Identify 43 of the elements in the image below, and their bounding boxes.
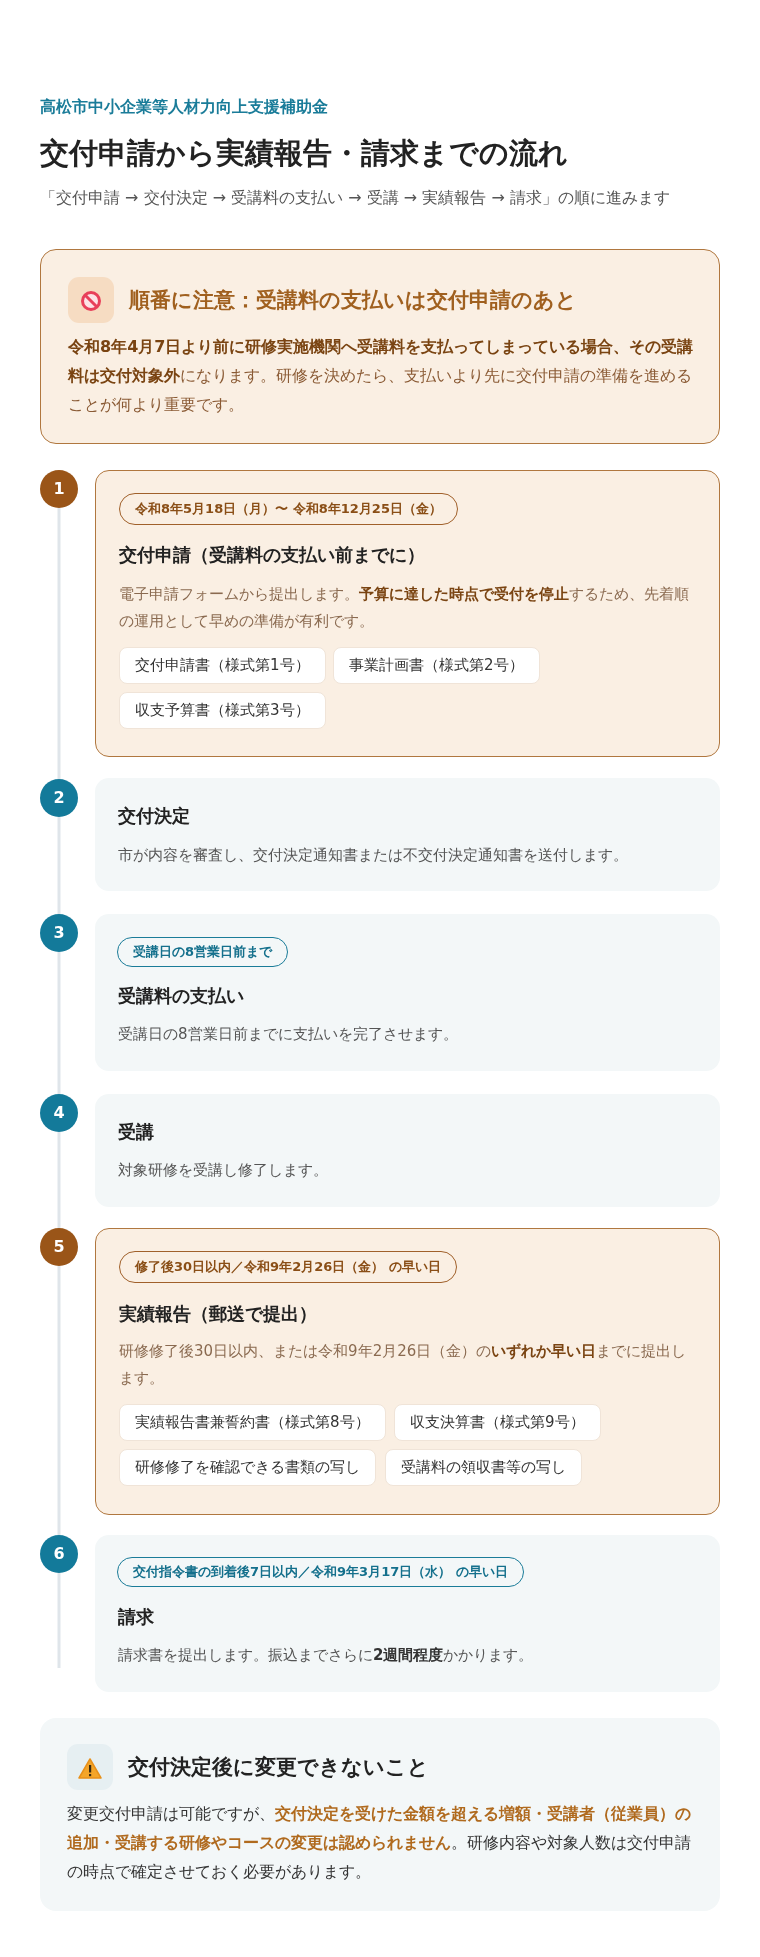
document-tag: 事業計画書（様式第2号） — [333, 647, 540, 684]
step-number: 2 — [40, 779, 78, 817]
document-tag: 収支予算書（様式第3号） — [119, 692, 326, 729]
notice-panel — [40, 249, 720, 444]
step-title: 請求 — [118, 1605, 154, 1629]
document-tag: 実績報告書兼誓約書（様式第8号） — [119, 1404, 386, 1441]
document-tag: 交付申請書（様式第1号） — [119, 647, 326, 684]
panel-text: 令和8年4月7日より前に研修実施機関へ受講料を支払ってしまっている場合、その受講料は交付対象外になります。研修を決めたら、支払いより先に交付申請の準備を進めることが何より重要です。 — [68, 336, 694, 416]
step-description: 請求書を提出します。振込までさらに2週間程度かかります。 — [118, 1645, 535, 1666]
step-number: 5 — [40, 1228, 78, 1266]
step-card — [95, 914, 720, 1071]
document-tag: 研修修了を確認できる書類の写し — [119, 1449, 376, 1486]
notice-panel — [40, 1718, 720, 1911]
step-description: 研修修了後30日以内、または令和9年2月26日（金）のいずれか早い日までに提出します。 — [119, 1341, 688, 1389]
step-card — [95, 1228, 720, 1515]
timeline-line — [57, 508, 61, 779]
timeline-line — [57, 952, 61, 1094]
step-title: 交付申請（受講料の支払い前までに） — [119, 543, 425, 567]
step-description: 市が内容を審査し、交付決定通知書または不交付決定通知書を送付します。 — [118, 845, 629, 866]
panel-heading: 順番に注意：受講料の支払いは交付申請のあと — [129, 287, 577, 314]
step-title: 受講料の支払い — [118, 984, 244, 1008]
page-title: 交付申請から実績報告・請求までの流れ — [40, 135, 568, 171]
subtitle-text: 「交付申請 → 交付決定 → 受講料の支払い → 受講 → 実績報告 → 請求」の順に進みます — [40, 187, 670, 209]
step-title: 受講 — [118, 1120, 154, 1144]
panel-heading: 交付決定後に変更できないこと — [128, 1754, 429, 1781]
step-card — [95, 1535, 720, 1692]
timeline-line — [57, 1266, 61, 1535]
program-name: 高松市中小企業等人材力向上支援補助金 — [40, 96, 328, 118]
step-number: 1 — [40, 470, 78, 508]
step-description: 電子申請フォームから提出します。予算に達した時点で受付を停止するため、先着順の運用として早めの準備が有利です。 — [119, 584, 690, 632]
step-description: 対象研修を受講し修了します。 — [118, 1160, 329, 1181]
timeline-line — [57, 817, 61, 914]
step-title: 交付決定 — [118, 804, 190, 828]
timeline-line — [57, 1132, 61, 1228]
panel-text: 変更交付申請は可能ですが、交付決定を受けた金額を超える増額・受講者（従業員）の追加・受講する研修やコースの変更は認められません。研修内容や対象人数は交付申請の時点で確定させておく必要があります。 — [67, 1803, 692, 1883]
document-tag: 受講料の領収書等の写し — [385, 1449, 582, 1486]
step-card — [95, 470, 720, 757]
document-tag: 収支決算書（様式第9号） — [394, 1404, 601, 1441]
step-title: 実績報告（郵送で提出） — [119, 1302, 317, 1326]
step-number: 6 — [40, 1535, 78, 1573]
step-number: 3 — [40, 914, 78, 952]
step-description: 受講日の8営業日前までに支払いを完了させます。 — [118, 1024, 459, 1045]
step-number: 4 — [40, 1094, 78, 1132]
